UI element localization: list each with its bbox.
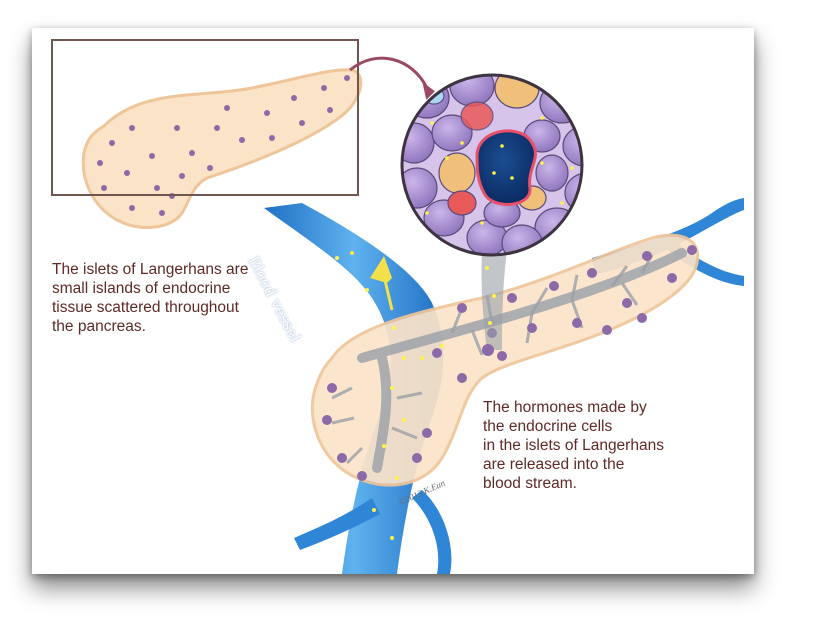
large-pancreas-body — [310, 233, 700, 487]
inset-frame — [51, 39, 359, 196]
pancreatic-duct — [357, 248, 687, 473]
hormone-particles — [335, 251, 496, 540]
small-pancreas — [51, 39, 363, 229]
large-pancreas — [310, 233, 700, 487]
small-pancreas-body — [81, 68, 363, 229]
hormones-caption: The hormones made by the endocrine cells… — [483, 399, 664, 492]
zoom-arrow — [349, 56, 435, 100]
pancreas-illustration — [51, 39, 744, 574]
large-pancreas-islets — [322, 245, 697, 481]
illustration-card: The islets of Langerhans are small islan… — [32, 28, 754, 574]
islets-caption: The islets of Langerhans are small islan… — [52, 261, 249, 335]
